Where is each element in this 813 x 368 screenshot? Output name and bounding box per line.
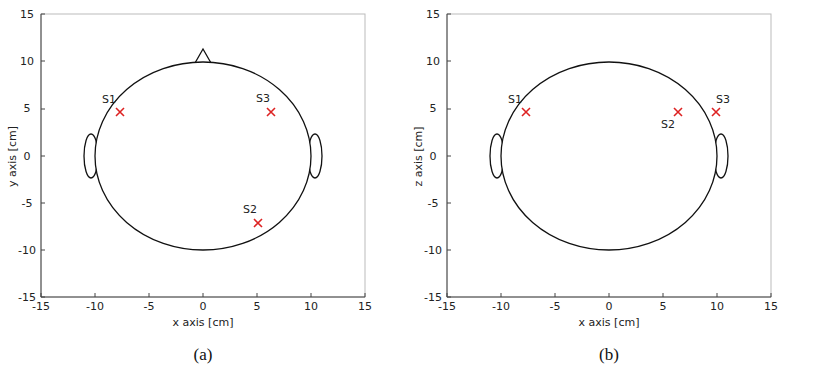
tick-label: -15	[438, 300, 456, 313]
tick-label: -10	[492, 300, 510, 313]
tick-label: -5	[428, 197, 439, 210]
axis-title: y axis [cm]	[6, 126, 19, 187]
axes-left	[41, 14, 365, 297]
tick-label: 10	[20, 55, 34, 68]
tick-label: 0	[430, 150, 437, 163]
tick-label: -5	[22, 197, 33, 210]
tick-label: -15	[32, 300, 50, 313]
tick-label: 5	[430, 102, 437, 115]
tick-label: 15	[358, 300, 372, 313]
source-label: S3	[716, 93, 730, 106]
subfigure-label: (b)	[599, 345, 619, 364]
source-markers	[116, 108, 720, 227]
axes-right	[447, 14, 771, 297]
source-label: S2	[243, 203, 257, 216]
source-label: S3	[256, 92, 270, 105]
tick-label: -10	[86, 300, 104, 313]
source-label: S1	[102, 93, 116, 106]
tick-label: 5	[24, 102, 31, 115]
tick-label: 10	[426, 55, 440, 68]
tick-label: -5	[550, 300, 561, 313]
head-top-view	[84, 49, 322, 250]
tick-label: 15	[426, 8, 440, 21]
tick-label: -10	[18, 244, 36, 257]
head-front-view	[490, 62, 728, 250]
axis-title: x axis [cm]	[173, 316, 234, 329]
axis-title: z axis [cm]	[412, 126, 425, 186]
tick-label: 10	[710, 300, 724, 313]
subfigure-label: (a)	[194, 345, 213, 364]
tick-label: 0	[200, 300, 207, 313]
tick-label: 15	[20, 8, 34, 21]
source-label: S2	[661, 118, 675, 131]
tick-label: 15	[764, 300, 778, 313]
tick-label: 10	[304, 300, 318, 313]
tick-label: 5	[660, 300, 667, 313]
tick-label: 0	[24, 150, 31, 163]
axis-title: x axis [cm]	[579, 316, 640, 329]
tick-label: 0	[606, 300, 613, 313]
source-label: S1	[508, 93, 522, 106]
tick-label: -10	[424, 244, 442, 257]
tick-label: 5	[254, 300, 261, 313]
tick-label: -5	[144, 300, 155, 313]
